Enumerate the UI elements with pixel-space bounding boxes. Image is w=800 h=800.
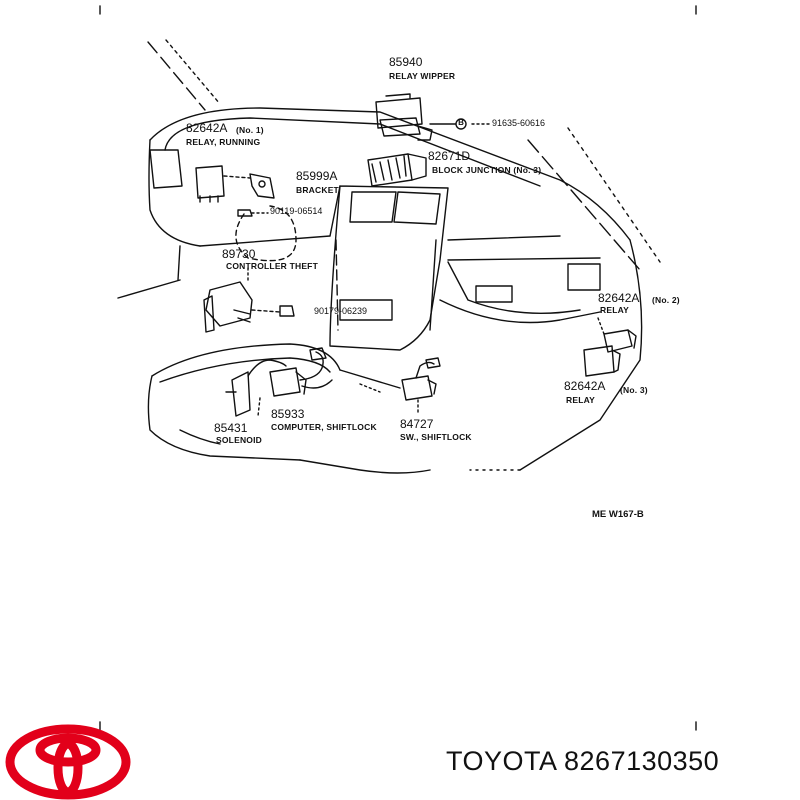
relay-no2-label: RELAY [600, 305, 630, 315]
relay-wipper-part-number: 85940 [389, 55, 423, 69]
bolt-part-number: 91635-60616 [492, 118, 546, 128]
brand-part-number: TOYOTA 8267130350 [446, 746, 720, 776]
block-junction-part-number: 82671D [428, 149, 471, 163]
solenoid-part-number: 85431 [214, 421, 248, 435]
block-junction-label: BLOCK JUNCTION (No. 3) [432, 165, 542, 175]
computer-shiftlock-part-number: 85933 [271, 407, 305, 421]
bracket-label: BRACKET [296, 185, 339, 195]
controller-theft-part-number: 89730 [222, 247, 256, 261]
relay-no2-part-number: 82642A [598, 291, 640, 305]
relay-wipper-label: RELAY WIPPER [389, 71, 456, 81]
relay-running-label: RELAY, RUNNING [186, 137, 261, 147]
switch-shiftlock-label: SW., SHIFTLOCK [400, 432, 472, 442]
relay-no3-note: (No. 3) [620, 385, 648, 395]
bolt-b-marker: B [458, 118, 464, 127]
diagram-code: ME W167-B [592, 509, 644, 520]
controller-theft-label: CONTROLLER THEFT [226, 261, 318, 271]
relay-running-part-number: 82642A [186, 121, 228, 135]
relay-no3-label: RELAY [566, 395, 596, 405]
screw-part-number: 90119-06514 [270, 206, 323, 216]
bracket-part-number: 85999A [296, 169, 338, 183]
solenoid-label: SOLENOID [216, 435, 262, 445]
toyota-logo-icon [5, 724, 131, 800]
relay-no3-part-number: 82642A [564, 379, 606, 393]
relay-no2-note: (No. 2) [652, 295, 680, 305]
nut-part-number: 90179-06239 [314, 306, 368, 316]
computer-shiftlock-label: COMPUTER, SHIFTLOCK [271, 422, 377, 432]
relay-running-note: (No. 1) [236, 125, 264, 135]
switch-shiftlock-part-number: 84727 [400, 417, 434, 431]
